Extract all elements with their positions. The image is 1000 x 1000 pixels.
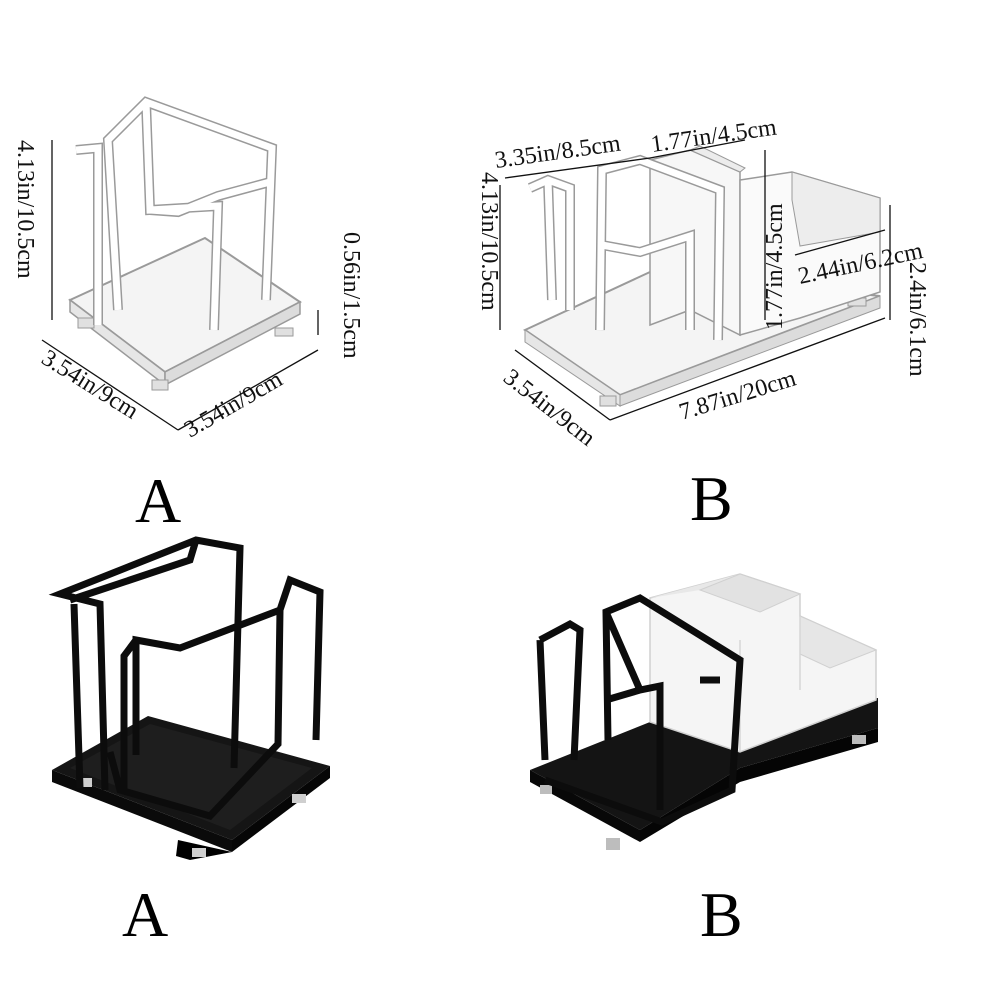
variant-a-white-drawing <box>68 96 302 391</box>
variant-a-dimension-lines <box>41 140 319 431</box>
variant-b-caddy-width-label: 1.77in/4.5cm <box>649 115 778 158</box>
variant-b-caddy-base-height-label: 2.4in/6.1cm <box>904 262 930 377</box>
variant-a-width-label: 3.54in/9cm <box>180 366 287 443</box>
variant-a-height-label: 4.13in/10.5cm <box>12 140 38 279</box>
variant-b-bottom-letter: B <box>700 879 743 950</box>
variant-b-white-drawing <box>522 145 881 407</box>
variant-b-caddy-height-label: 1.77in/4.5cm <box>762 203 788 330</box>
variant-a-bottom-letter: A <box>122 879 168 950</box>
variant-b-dimension-lines <box>499 139 891 421</box>
variant-b-top-letter: B <box>690 463 733 534</box>
variant-a-top-letter: A <box>135 465 181 536</box>
variant-a-base-height-label: 0.56in/1.5cm <box>338 232 364 359</box>
variant-a-depth-label: 3.54in/9cm <box>37 345 143 425</box>
variant-b-black-photo <box>530 573 878 850</box>
variant-b-height-label: 4.13in/10.5cm <box>476 172 502 311</box>
variant-a-black-photo <box>48 536 330 860</box>
